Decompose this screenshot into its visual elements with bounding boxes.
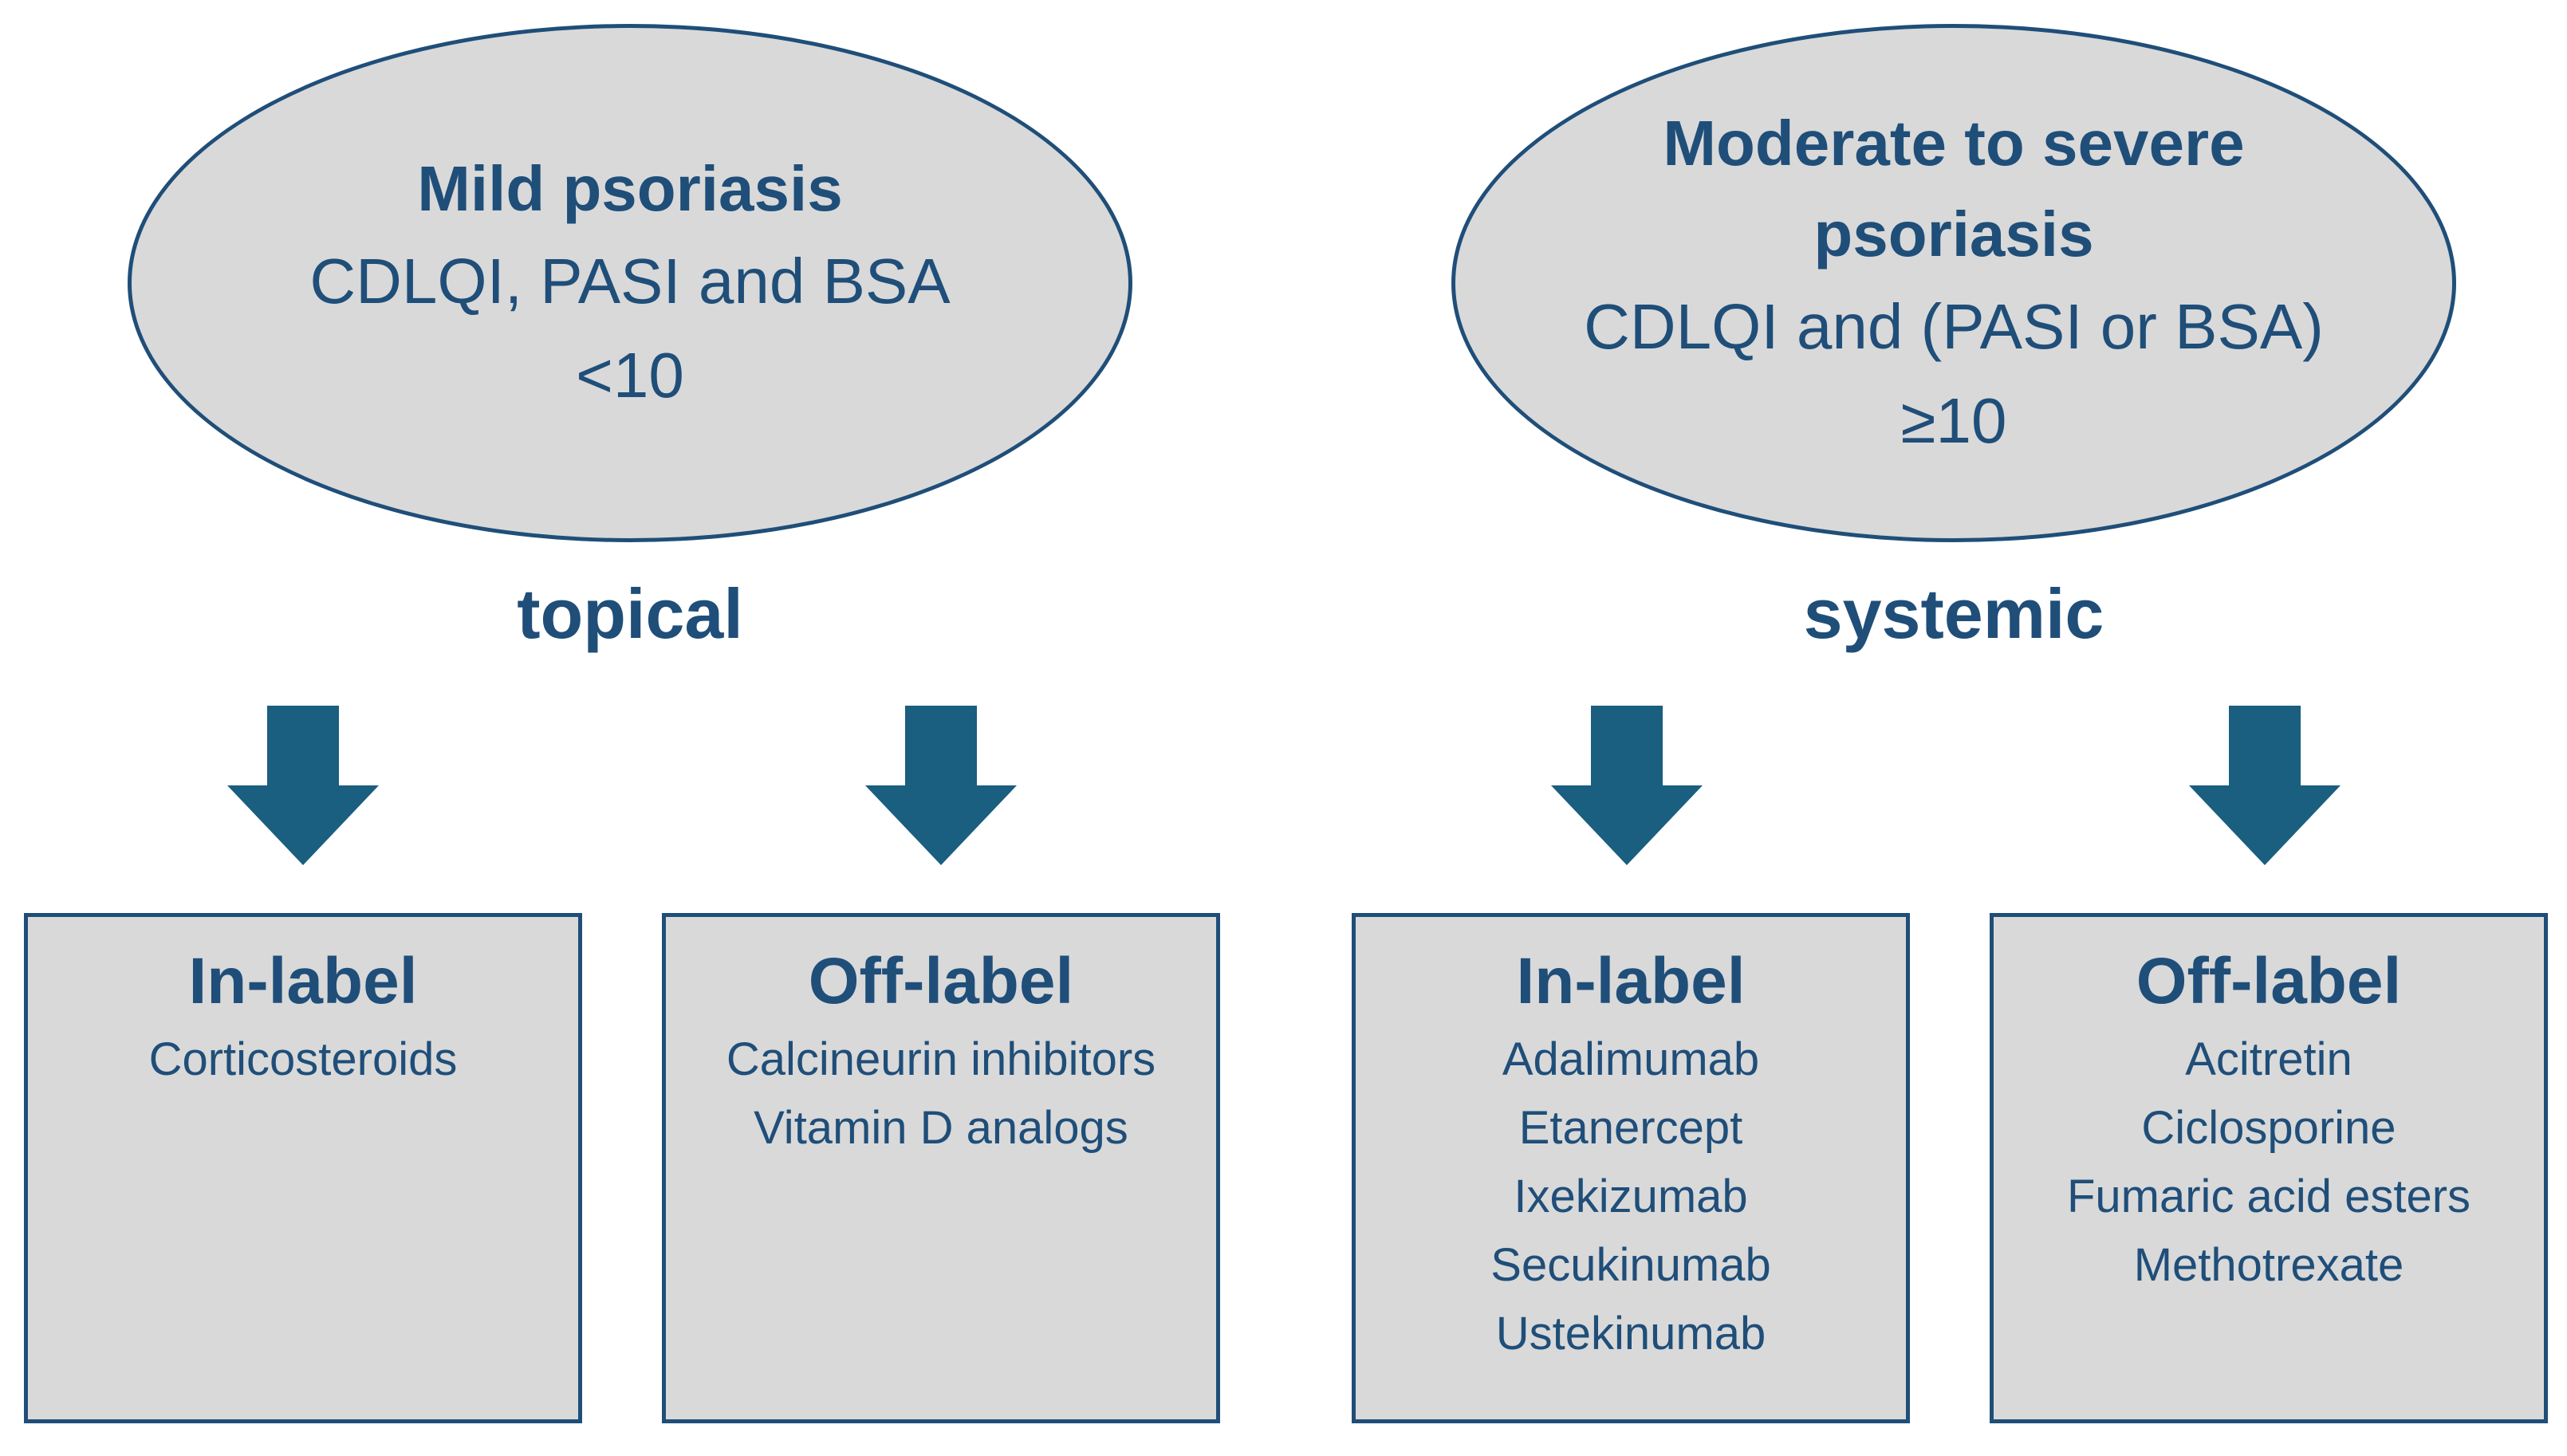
list-item: Secukinumab (1490, 1239, 1771, 1291)
list-item: Ciclosporine (2141, 1102, 2396, 1154)
route-systemic: systemic (1803, 574, 2104, 653)
list-item: Calcineurin inhibitors (726, 1033, 1156, 1085)
down-arrow-icon (1551, 706, 1703, 865)
box-heading: In-label (1516, 945, 1746, 1017)
systemic-off-label-box: Off-label Acitretin Ciclosporine Fumaric… (1990, 913, 2548, 1423)
topical-in-label-box: In-label Corticosteroids (24, 913, 582, 1423)
box-heading: Off-label (2136, 945, 2402, 1017)
list-item: Methotrexate (2133, 1239, 2404, 1291)
severe-psoriasis-ellipse: Moderate to severe psoriasis CDLQI and (… (1451, 24, 2456, 542)
list-item: Ustekinumab (1495, 1308, 1766, 1360)
down-arrow-icon (2189, 706, 2341, 865)
list-item: Vitamin D analogs (754, 1102, 1128, 1154)
severe-criteria-line2: ≥10 (1900, 385, 2007, 456)
mild-criteria-line2: <10 (576, 340, 684, 411)
box-heading: In-label (188, 945, 418, 1017)
severe-criteria-line1: CDLQI and (PASI or BSA) (1584, 291, 2324, 362)
mild-psoriasis-ellipse: Mild psoriasis CDLQI, PASI and BSA <10 (128, 24, 1132, 542)
down-arrow-icon (865, 706, 1017, 865)
mild-title: Mild psoriasis (417, 153, 843, 224)
systemic-in-label-box: In-label Adalimumab Etanercept Ixekizuma… (1352, 913, 1910, 1423)
list-item: Acitretin (2185, 1033, 2352, 1085)
box-heading: Off-label (808, 945, 1074, 1017)
list-item: Adalimumab (1502, 1033, 1760, 1085)
list-item: Corticosteroids (148, 1033, 458, 1085)
topical-off-label-box: Off-label Calcineurin inhibitors Vitamin… (662, 913, 1220, 1423)
severe-title-line2: psoriasis (1813, 199, 2094, 270)
severe-title-line1: Moderate to severe (1663, 108, 2245, 179)
list-item: Fumaric acid esters (2066, 1171, 2471, 1222)
route-topical: topical (517, 574, 743, 653)
mild-criteria-line1: CDLQI, PASI and BSA (309, 246, 951, 317)
list-item: Etanercept (1518, 1102, 1743, 1154)
down-arrow-icon (227, 706, 379, 865)
list-item: Ixekizumab (1514, 1171, 1748, 1222)
